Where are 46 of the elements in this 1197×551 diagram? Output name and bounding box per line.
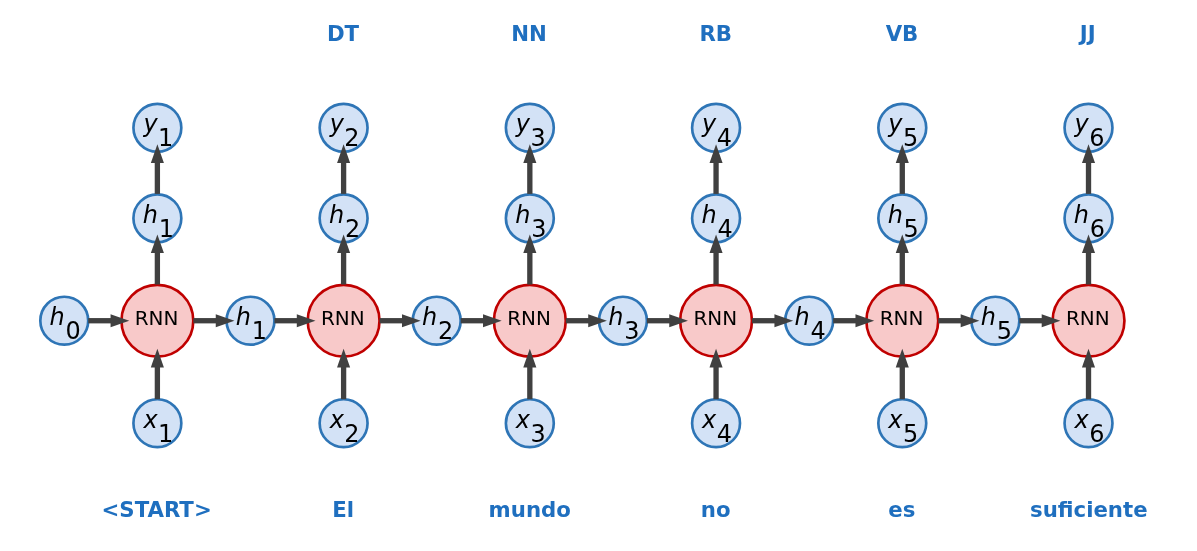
arrow — [1081, 234, 1095, 285]
arrow — [522, 348, 536, 400]
node-label: DT — [326, 21, 359, 47]
arrow — [379, 314, 421, 328]
node-label: es — [887, 497, 915, 523]
arrow — [522, 144, 536, 194]
arrow — [709, 234, 723, 285]
node-circle: RNN — [678, 283, 753, 358]
arrow — [1018, 314, 1060, 328]
arrow — [895, 348, 909, 400]
arrow — [336, 144, 350, 194]
arrow — [336, 348, 350, 400]
node-circle: RNN — [119, 283, 195, 358]
node-circle: RNN — [305, 283, 381, 358]
node-label: El — [331, 497, 354, 523]
arrow — [522, 234, 536, 285]
node-label: <START> — [101, 497, 212, 523]
arrow — [1081, 348, 1095, 400]
arrow — [937, 314, 979, 328]
node-label: suficiente — [1029, 497, 1148, 523]
arrow — [274, 314, 315, 328]
arrow — [460, 314, 502, 328]
node-label: no — [700, 497, 731, 523]
node-label: mundo — [488, 497, 571, 523]
arrow — [150, 348, 164, 400]
arrow — [832, 314, 874, 328]
node-circle: RNN — [492, 283, 567, 358]
arrow — [895, 234, 909, 285]
arrow — [646, 314, 688, 328]
arrow — [751, 314, 793, 328]
arrow — [150, 234, 164, 285]
arrow — [192, 314, 234, 328]
node-label: JJ — [1079, 21, 1096, 47]
arrow — [895, 144, 909, 194]
arrow — [709, 144, 723, 194]
arrow — [565, 314, 607, 328]
arrow — [709, 348, 723, 400]
node-circle: RNN — [864, 283, 940, 358]
node-label: VB — [885, 21, 918, 47]
arrow — [87, 314, 129, 328]
node-circle: RNN — [1050, 283, 1126, 358]
node-label: RB — [698, 21, 732, 47]
arrow — [150, 144, 164, 194]
node-label: NN — [510, 21, 547, 47]
arrow — [336, 234, 350, 285]
arrow — [1081, 144, 1095, 194]
